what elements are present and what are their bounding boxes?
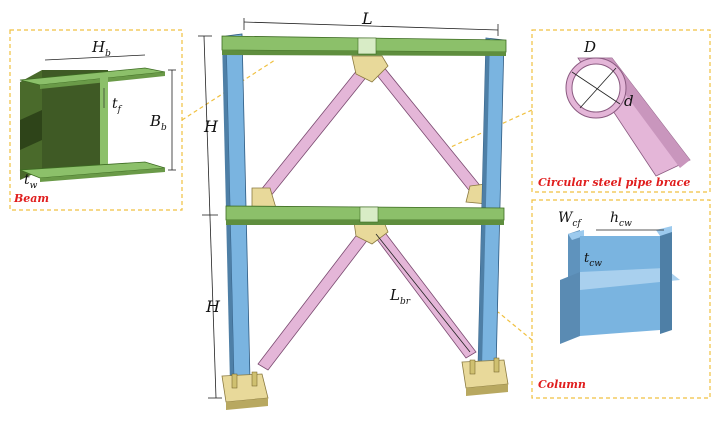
height-dimension	[203, 35, 217, 399]
upper-brace-left	[255, 63, 373, 203]
column-web-label: tcw	[584, 251, 602, 269]
beam-web-label: tw	[24, 172, 38, 191]
column-flange-label: Wcf	[558, 210, 582, 229]
beam-caption: Beam	[13, 192, 49, 205]
left-base-plate	[221, 371, 269, 410]
pipe-inner-label: d	[624, 92, 634, 110]
column-section-detail	[560, 226, 680, 344]
upper-brace-right	[367, 59, 483, 195]
span-label: L	[361, 9, 373, 28]
pipe-outer-label: D	[583, 38, 596, 56]
gusset-top-center	[351, 55, 389, 83]
brace-length-label: Lbr	[389, 286, 411, 307]
right-base-plate	[461, 357, 509, 396]
brace-callout-box	[531, 29, 711, 193]
column-leader	[497, 311, 533, 341]
beam-flange-label: tf	[112, 96, 123, 115]
beam-width-label: Hb	[91, 38, 111, 59]
middle-beam	[225, 205, 505, 225]
span-dimension	[243, 21, 499, 31]
lower-brace-left	[257, 227, 373, 371]
brace-length-dimension	[375, 233, 471, 353]
beam-section-detail	[19, 54, 176, 182]
column-depth-label: hcw	[610, 210, 632, 229]
column-caption: Column	[538, 378, 586, 391]
brace-caption: Circular steel pipe brace	[538, 176, 690, 189]
story-height-top-label: H	[203, 117, 219, 136]
pipe-brace-detail	[565, 57, 691, 177]
column-callout-box	[531, 199, 711, 399]
beam-height-label: Bb	[149, 112, 167, 133]
story-height-bottom-label: H	[205, 297, 221, 316]
upper-beam	[221, 35, 507, 56]
beam-leader	[181, 59, 276, 121]
right-column	[477, 37, 505, 371]
